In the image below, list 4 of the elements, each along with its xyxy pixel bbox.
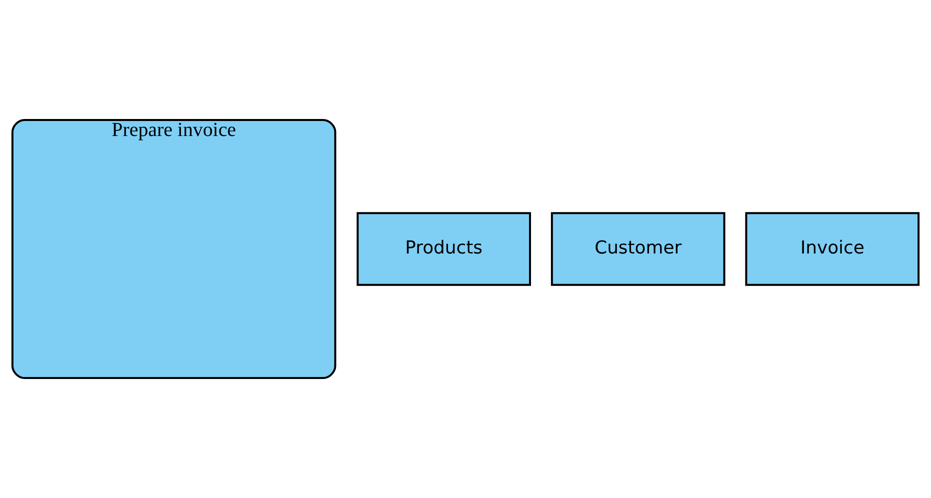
node-box: Customer <box>550 212 726 286</box>
node-box: Products <box>356 212 531 286</box>
node-box: Invoice <box>745 212 920 286</box>
node-box: Prepare invoice <box>11 118 336 380</box>
